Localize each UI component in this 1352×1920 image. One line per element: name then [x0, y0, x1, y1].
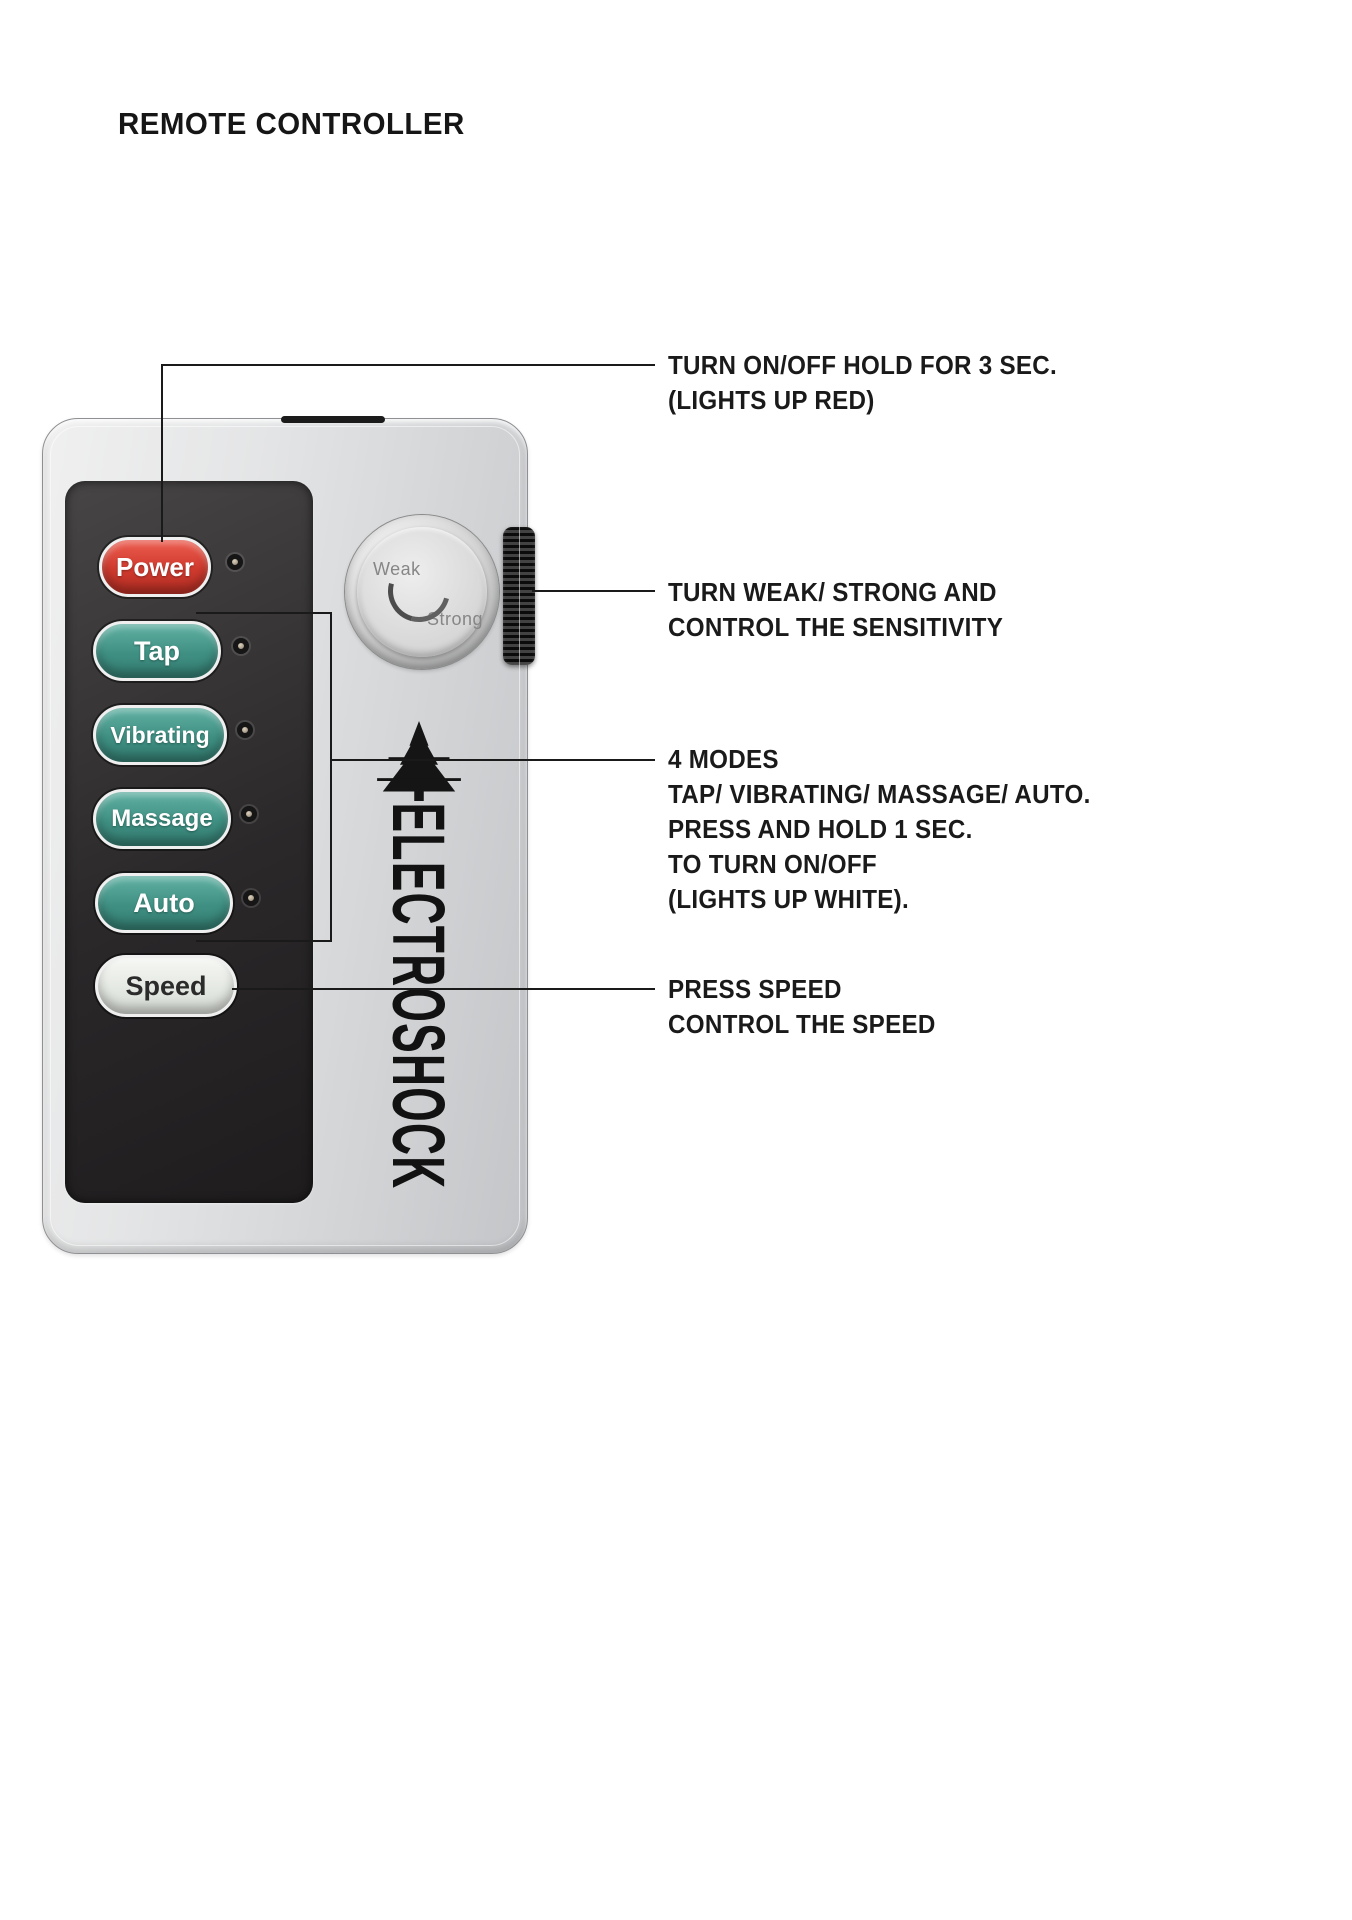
remote-controller: Power Tap Vibrating Massage Auto Speed W…: [42, 416, 535, 1254]
callout-line-power-vertical: [161, 364, 163, 542]
callout-line-sensitivity: [532, 590, 655, 592]
auto-led-indicator: [243, 890, 259, 906]
tap-led-indicator: [233, 638, 249, 654]
button-panel: Power Tap Vibrating Massage Auto Speed: [65, 481, 313, 1203]
vibrating-led-indicator: [237, 722, 253, 738]
power-button: Power: [99, 537, 211, 597]
annotation-line: CONTROL THE SPEED: [668, 1009, 936, 1039]
annotation-line: PRESS SPEED: [668, 974, 842, 1004]
annotation-line: (LIGHTS UP WHITE).: [668, 884, 910, 914]
callout-bracket-vertical: [330, 612, 332, 942]
brand-wordmark: ELECTROSHOCK: [377, 802, 460, 1190]
top-seam: [281, 416, 385, 423]
sensitivity-wheel: [503, 527, 535, 665]
power-led-indicator: [227, 554, 243, 570]
callout-bracket-top: [196, 612, 332, 614]
massage-led-indicator: [241, 806, 257, 822]
tap-button: Tap: [93, 621, 221, 681]
annotation-line: (LIGHTS UP RED): [668, 385, 875, 415]
auto-button: Auto: [95, 873, 233, 933]
annotation-line: TURN WEAK/ STRONG AND: [668, 577, 997, 607]
annotation-line: PRESS AND HOLD 1 SEC.: [668, 814, 973, 844]
callout-bracket-bottom: [196, 940, 332, 942]
sensitivity-dial-face: Weak Strong: [357, 527, 487, 657]
vibrating-button: Vibrating: [93, 705, 227, 765]
page-title: REMOTE CONTROLLER: [118, 106, 465, 141]
annotation-line: TAP/ VIBRATING/ MASSAGE/ AUTO.: [668, 779, 1091, 809]
speed-button: Speed: [95, 955, 237, 1017]
tree-logo-icon: [377, 721, 461, 801]
annotation-power: TURN ON/OFF HOLD FOR 3 SEC. (LIGHTS UP R…: [668, 348, 1057, 418]
dial-weak-label: Weak: [373, 559, 421, 579]
annotation-line: TURN ON/OFF HOLD FOR 3 SEC.: [668, 350, 1058, 380]
dial-strong-label: Strong: [426, 609, 483, 629]
sensitivity-dial: Weak Strong: [345, 515, 499, 669]
massage-button: Massage: [93, 789, 231, 849]
callout-line-speed: [232, 988, 655, 990]
annotation-line: TO TURN ON/OFF: [668, 849, 877, 879]
callout-line-power-horizontal: [161, 364, 655, 366]
annotation-line: CONTROL THE SENSITIVITY: [668, 612, 1004, 642]
callout-line-modes: [330, 759, 655, 761]
annotation-sensitivity: TURN WEAK/ STRONG AND CONTROL THE SENSIT…: [668, 575, 1003, 645]
annotation-modes: 4 MODES TAP/ VIBRATING/ MASSAGE/ AUTO. P…: [668, 742, 1091, 917]
annotation-speed: PRESS SPEED CONTROL THE SPEED: [668, 972, 936, 1042]
annotation-line: 4 MODES: [668, 744, 779, 774]
